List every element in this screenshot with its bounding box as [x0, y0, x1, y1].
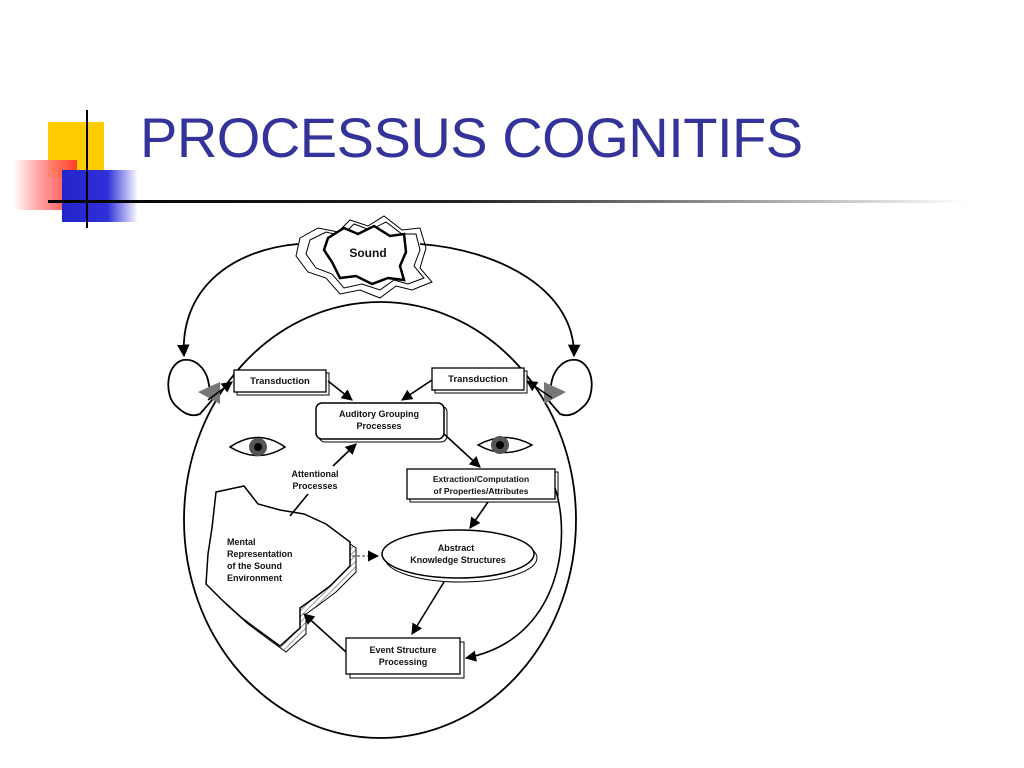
extraction-to-event-arrow	[464, 487, 563, 662]
mental-rep-to-attentional-line	[289, 493, 309, 517]
mental-rep-line-2: Representation	[227, 549, 293, 559]
extraction-line-2: of Properties/Attributes	[434, 486, 529, 496]
transduction-right-box: Transduction	[431, 367, 528, 394]
right-ear-icon	[544, 358, 593, 417]
attentional-to-grouping-arrow	[332, 443, 357, 467]
head-outline	[183, 301, 577, 739]
attentional-line-2: Processes	[292, 481, 337, 491]
auditory-grouping-box: Auditory Grouping Processes	[315, 402, 448, 443]
abstract-to-event-arrow	[411, 581, 445, 635]
event-structure-line-2: Processing	[379, 657, 428, 667]
abstract-knowledge-line-2: Knowledge Structures	[410, 555, 506, 565]
right-ear-to-transduction-arrow	[526, 380, 553, 399]
logo-vertical-line	[86, 110, 88, 228]
mental-rep-line-4: Environment	[227, 573, 282, 583]
left-ear-icon	[167, 358, 220, 417]
extraction-line-1: Extraction/Computation	[433, 474, 529, 484]
event-structure-line-1: Event Structure	[369, 645, 436, 655]
event-structure-box: Event Structure Processing	[345, 637, 465, 679]
mental-representation-blob: Mental Representation of the Sound Envir…	[205, 485, 357, 653]
event-to-mental-rep-arrow	[303, 613, 347, 653]
extraction-to-abstract-arrow	[469, 501, 489, 529]
right-eye-icon	[476, 436, 534, 454]
left-eye-icon	[228, 436, 287, 457]
auditory-grouping-line-1: Auditory Grouping	[339, 409, 419, 419]
sound-to-right-ear-arrow	[419, 243, 581, 358]
transduction-left-to-grouping-arrow	[327, 380, 353, 401]
transduction-right-label: Transduction	[448, 374, 508, 385]
mental-rep-line-1: Mental	[227, 537, 256, 547]
sound-label: Sound	[349, 246, 386, 260]
mental-rep-line-3: of the Sound	[227, 561, 282, 571]
title-underline	[48, 200, 968, 203]
page-title: PROCESSUS COGNITIFS	[140, 106, 803, 169]
abstract-knowledge-line-1: Abstract	[438, 543, 475, 553]
left-ear-to-transduction-arrow	[207, 381, 233, 401]
abstract-knowledge-ellipse: Abstract Knowledge Structures	[381, 529, 538, 583]
extraction-box: Extraction/Computation of Properties/Att…	[406, 468, 559, 503]
auditory-grouping-line-2: Processes	[356, 421, 401, 431]
transduction-left-label: Transduction	[250, 376, 310, 387]
transduction-left-box: Transduction	[233, 369, 330, 396]
sound-cloud: Sound	[295, 215, 433, 299]
transduction-right-to-grouping-arrow	[401, 379, 433, 401]
attentional-line-1: Attentional	[292, 469, 339, 479]
logo-blue-square	[62, 170, 138, 222]
grouping-to-extraction-arrow	[443, 433, 481, 468]
sound-to-left-ear-arrow	[177, 243, 299, 358]
